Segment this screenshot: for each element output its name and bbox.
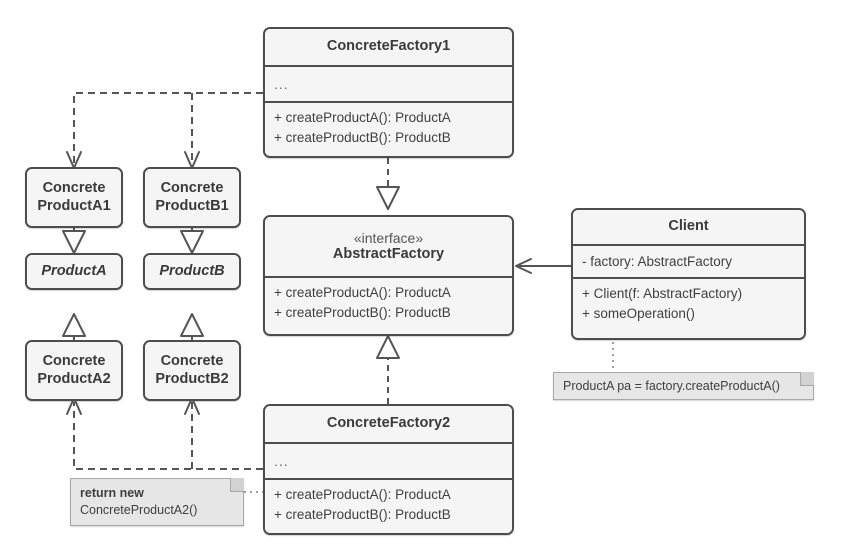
class-concreteproducta1[interactable]: Concrete ProductA1 (25, 167, 123, 228)
class-title: ConcreteFactory2 (326, 415, 451, 432)
class-producta[interactable]: ProductA (25, 253, 123, 290)
class-name-compartment: Concrete ProductB2 (145, 342, 239, 399)
class-stereotype: «interface» (353, 229, 424, 246)
class-title: Client (668, 218, 709, 235)
class-productb[interactable]: ProductB (143, 253, 241, 290)
class-concretefactory1[interactable]: ConcreteFactory1 ... + createProductA():… (263, 27, 514, 158)
operation-item: + createProductA(): ProductA (274, 110, 451, 125)
operation-item: + createProductB(): ProductB (274, 304, 451, 320)
class-title-line2: ProductA1 (37, 197, 111, 214)
class-title-line2: ProductA2 (37, 370, 111, 387)
class-title-line1: Concrete (160, 353, 224, 370)
note-text: ProductA pa = factory.createProductA() (563, 378, 780, 393)
class-title-line1: Concrete (42, 353, 106, 370)
attributes-compartment: ... (265, 444, 512, 480)
edge-concretefactory2-creates-concreteproductb2 (184, 397, 200, 469)
class-title-line1: Concrete (160, 180, 224, 197)
class-name-compartment: ProductB (145, 255, 239, 288)
operation-item: + someOperation() (582, 305, 695, 321)
operations-compartment: + createProductA(): ProductA + createPro… (265, 278, 512, 334)
operation-item: + createProductA(): ProductA (274, 285, 451, 300)
attributes-compartment: - factory: AbstractFactory (573, 246, 804, 279)
class-title: AbstractFactory (332, 245, 445, 262)
operation-item: + Client(f: AbstractFactory) (582, 286, 743, 301)
edge-concretefactory1-creates-concreteproductb1 (184, 93, 200, 169)
edge-concreteproductb2-extends-productb (180, 313, 204, 340)
note-fold-corner-icon (800, 372, 814, 386)
class-name-compartment: ConcreteFactory2 (265, 406, 512, 444)
note-fold-corner-icon (230, 478, 244, 492)
class-name-compartment: Client (573, 210, 804, 246)
edge-concreteproducta1-realizes-producta (62, 228, 86, 254)
class-title: ProductB (159, 262, 225, 279)
class-title: ConcreteFactory1 (326, 38, 451, 55)
attributes-ellipsis: ... (274, 453, 289, 469)
edge-concretefactory1-creates-concreteproducta1 (66, 92, 263, 169)
note-text-line1: return new (80, 486, 144, 500)
edge-concreteproducta2-extends-producta (62, 313, 86, 340)
class-title-line1: Concrete (42, 180, 106, 197)
edge-concreteproductb1-realizes-productb (180, 228, 204, 254)
class-name-compartment: Concrete ProductA1 (27, 169, 121, 226)
operations-compartment: + createProductA(): ProductA + createPro… (265, 480, 512, 533)
class-concreteproductb1[interactable]: Concrete ProductB1 (143, 167, 241, 228)
class-name-compartment: ProductA (27, 255, 121, 288)
class-concretefactory2[interactable]: ConcreteFactory2 ... + createProductA():… (263, 404, 514, 535)
operation-item: + createProductB(): ProductB (274, 506, 451, 522)
class-name-compartment: Concrete ProductA2 (27, 342, 121, 399)
class-title: ProductA (41, 262, 107, 279)
class-name-compartment: «interface» AbstractFactory (265, 217, 512, 278)
class-client[interactable]: Client - factory: AbstractFactory + Clie… (571, 208, 806, 340)
class-concreteproducta2[interactable]: Concrete ProductA2 (25, 340, 123, 401)
attribute-item: - factory: AbstractFactory (582, 254, 733, 269)
class-name-compartment: ConcreteFactory1 (265, 29, 512, 67)
class-name-compartment: Concrete ProductB1 (145, 169, 239, 226)
operations-compartment: + createProductA(): ProductA + createPro… (265, 103, 512, 156)
note-text-line2: ConcreteProductA2() (80, 502, 198, 517)
class-abstractfactory[interactable]: «interface» AbstractFactory + createProd… (263, 215, 514, 336)
operations-compartment: + Client(f: AbstractFactory) + someOpera… (573, 279, 804, 338)
class-title-line2: ProductB2 (155, 370, 229, 387)
attributes-compartment: ... (265, 67, 512, 103)
attributes-ellipsis: ... (274, 76, 289, 92)
edge-concretefactory1-realizes-abstractfactory (376, 158, 400, 210)
note-factory2-code[interactable]: return new ConcreteProductA2() (70, 478, 244, 526)
operation-item: + createProductB(): ProductB (274, 129, 451, 145)
edge-concretefactory2-creates-concreteproducta2 (66, 397, 263, 470)
class-title-line2: ProductB1 (155, 197, 229, 214)
class-concreteproductb2[interactable]: Concrete ProductB2 (143, 340, 241, 401)
note-client-code[interactable]: ProductA pa = factory.createProductA() (553, 372, 814, 400)
edge-concretefactory2-realizes-abstractfactory (376, 335, 400, 404)
edge-client-uses-abstractfactory (515, 258, 571, 274)
operation-item: + createProductA(): ProductA (274, 487, 451, 502)
